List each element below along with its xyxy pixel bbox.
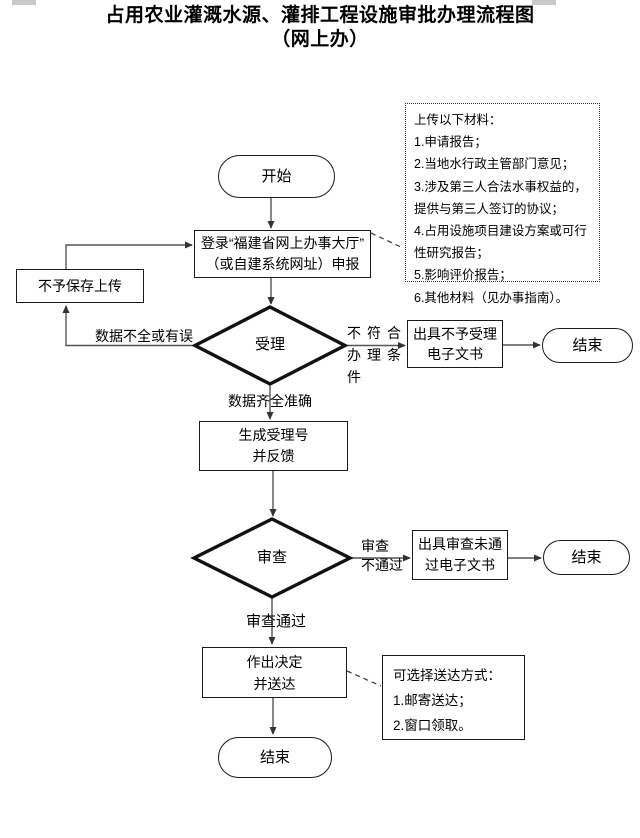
delivery-options-line: 可选择送达方式： bbox=[393, 668, 501, 683]
issue-reject-doc-line1: 出具不予受理 bbox=[413, 326, 497, 342]
end-label-3: 结束 bbox=[259, 748, 290, 766]
accept-decision-diamond bbox=[191, 305, 349, 386]
materials-note-line: 1.申请报告； bbox=[414, 135, 487, 150]
generate-acceptance-step: 生成受理号 并反馈 bbox=[199, 421, 348, 471]
issue-review-fail-line1: 出具审查未通 bbox=[418, 536, 502, 552]
page-title: 占用农业灌溉水源、灌排工程设施审批办理流程图 （网上办） bbox=[0, 4, 640, 52]
end-label-1: 结束 bbox=[572, 336, 603, 354]
title-line1: 占用农业灌溉水源、灌排工程设施审批办理流程图 bbox=[105, 5, 535, 26]
accept-decision-label: 受理 bbox=[254, 336, 285, 353]
end-label-2: 结束 bbox=[571, 548, 602, 566]
login-apply-line1: 登录“福建省网上办事大厅” bbox=[200, 235, 365, 251]
end-terminator-2: 结束 bbox=[543, 540, 630, 575]
decide-deliver-line2: 并送达 bbox=[253, 675, 296, 692]
edge-label-not-qualified: 不符合 办理条 件 bbox=[347, 322, 409, 388]
edge-label-review-pass: 审查通过 bbox=[246, 613, 307, 630]
materials-note-line: 5.影响评价报告； bbox=[414, 268, 512, 283]
login-apply-line2: （或自建系统网址）申报 bbox=[205, 256, 360, 272]
start-label: 开始 bbox=[261, 167, 292, 185]
end-terminator-1: 结束 bbox=[542, 328, 633, 363]
materials-note-line: 6.其他材料（见办事指南）。 bbox=[414, 290, 569, 305]
login-apply-step: 登录“福建省网上办事大厅” （或自建系统网址）申报 bbox=[194, 230, 371, 278]
edge-label-review-fail: 审查 不通过 bbox=[361, 537, 409, 575]
delivery-options-line: 1.邮寄送达； bbox=[393, 693, 472, 708]
decide-deliver-line1: 作出决定 bbox=[246, 653, 303, 670]
edge-label-review-fail-line1: 审查 bbox=[361, 538, 389, 554]
issue-reject-doc-line2: 电子文书 bbox=[427, 346, 483, 362]
materials-note-line: 2.当地水行政主管部门意见； bbox=[414, 157, 575, 172]
generate-acceptance-line1: 生成受理号 bbox=[238, 427, 309, 443]
page-corner-mark-left bbox=[12, 0, 36, 5]
edge-label-not-qualified-line3: 件 bbox=[347, 369, 367, 385]
edge-label-data-complete: 数据齐全准确 bbox=[228, 393, 312, 409]
issue-review-fail-line2: 过电子文书 bbox=[425, 557, 495, 573]
page-corner-mark-right bbox=[532, 0, 556, 5]
edge-label-review-fail-line2: 不通过 bbox=[361, 557, 403, 573]
decide-deliver-step: 作出决定 并送达 bbox=[202, 647, 347, 698]
materials-note-line: 3.涉及第三人合法水事权益的，提供与第三人签订的协议； bbox=[414, 179, 587, 216]
review-decision-diamond bbox=[190, 517, 354, 599]
issue-review-fail-doc-step: 出具审查未通 过电子文书 bbox=[412, 530, 508, 580]
delivery-options-note: 可选择送达方式： 1.邮寄送达； 2.窗口领取。 bbox=[382, 655, 525, 740]
edge-label-not-qualified-line2: 办理条 bbox=[347, 347, 407, 363]
edge-label-not-qualified-line1: 不符合 bbox=[347, 325, 407, 341]
materials-note-line: 上传以下材料： bbox=[414, 113, 502, 127]
delivery-options-line: 2.窗口领取。 bbox=[393, 718, 472, 733]
generate-acceptance-line2: 并反馈 bbox=[252, 448, 295, 464]
end-terminator-3: 结束 bbox=[218, 737, 332, 778]
materials-note-line: 4.占用设施项目建设方案或可行性研究报告； bbox=[414, 224, 587, 261]
no-save-upload-label: 不予保存上传 bbox=[38, 278, 122, 294]
no-save-upload-step: 不予保存上传 bbox=[16, 269, 144, 303]
review-decision-label: 审查 bbox=[256, 549, 287, 566]
materials-note: 上传以下材料： 1.申请报告； 2.当地水行政主管部门意见； 3.涉及第三人合法… bbox=[405, 103, 600, 305]
start-terminator: 开始 bbox=[218, 155, 335, 198]
edge-label-data-incomplete: 数据不全或有误 bbox=[95, 328, 193, 344]
issue-reject-doc-step: 出具不予受理 电子文书 bbox=[407, 320, 503, 368]
title-line2: （网上办） bbox=[271, 29, 369, 50]
